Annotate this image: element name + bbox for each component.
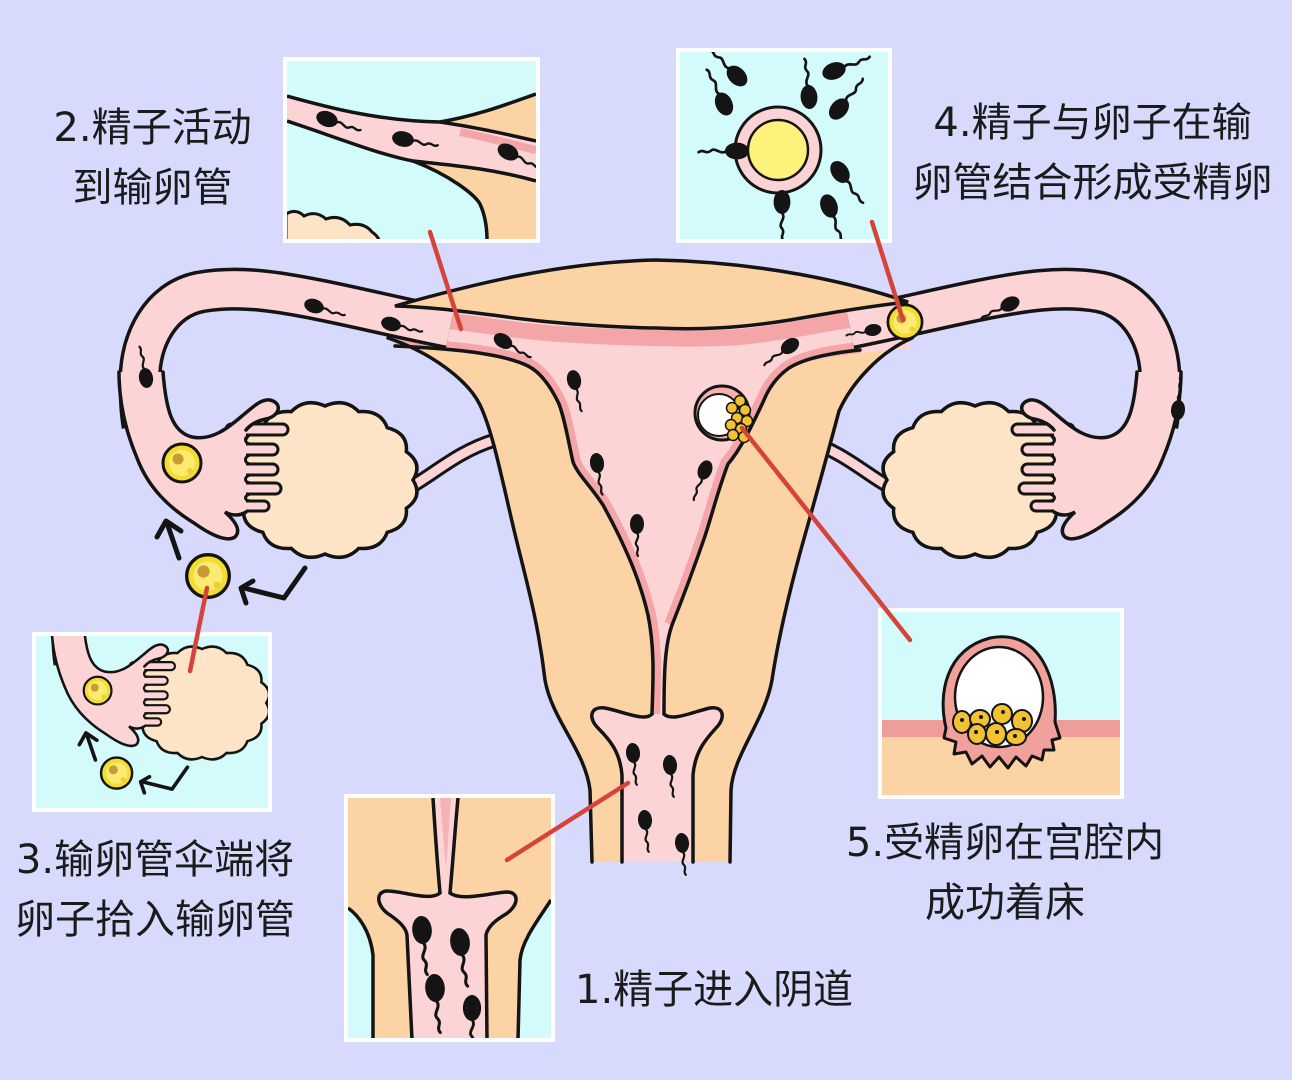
inset-step-2 xyxy=(283,57,540,243)
step-label-4: 4.精子与卵子在输 卵管结合形成受精卵 xyxy=(900,93,1285,213)
uterus-illustration xyxy=(119,258,1188,877)
uterine-fundus xyxy=(394,258,909,331)
blastocyst-icon xyxy=(693,384,754,444)
connector-line xyxy=(869,219,906,323)
inset-step-3 xyxy=(32,632,272,812)
step-label-line: 3.输卵管伞端将 xyxy=(15,837,295,883)
inset-step-1 xyxy=(344,794,555,1042)
inset-step-4 xyxy=(676,48,892,243)
step-label-1: 1.精子进入阴道 xyxy=(575,960,853,1020)
egg-cell-icon xyxy=(886,303,924,341)
connector-line xyxy=(739,425,913,643)
uterus-outlines xyxy=(386,336,914,864)
step-label-line: 卵管结合形成受精卵 xyxy=(912,160,1273,206)
step-label-line: 成功着床 xyxy=(925,880,1085,926)
step-label-line: 5.受精卵在宫腔内 xyxy=(845,820,1165,866)
connector-lines xyxy=(187,219,913,863)
step-label-2: 2.精子活动 到输卵管 xyxy=(40,98,265,218)
connector-line xyxy=(427,229,464,332)
connector-line xyxy=(504,780,631,863)
blastocyst-icon xyxy=(941,635,1062,770)
step-label-5: 5.受精卵在宫腔内 成功着床 xyxy=(820,813,1190,933)
left-fallopian-tube-and-ovary xyxy=(119,289,450,557)
step-label-3: 3.输卵管伞端将 卵子拾入输卵管 xyxy=(0,830,310,950)
egg-cell-icon xyxy=(746,118,810,182)
inset-step-5 xyxy=(878,608,1124,799)
connector-line xyxy=(187,585,210,674)
step-label-line: 到输卵管 xyxy=(72,165,233,211)
step-label-line: 2.精子活动 xyxy=(53,105,252,151)
step-label-line: 1.精子进入阴道 xyxy=(575,967,854,1013)
step-label-line: 4.精子与卵子在输 xyxy=(933,100,1252,146)
vaginal-canal xyxy=(591,707,723,862)
uterine-cavity xyxy=(395,300,910,716)
step-label-line: 卵子拾入输卵管 xyxy=(15,897,295,943)
